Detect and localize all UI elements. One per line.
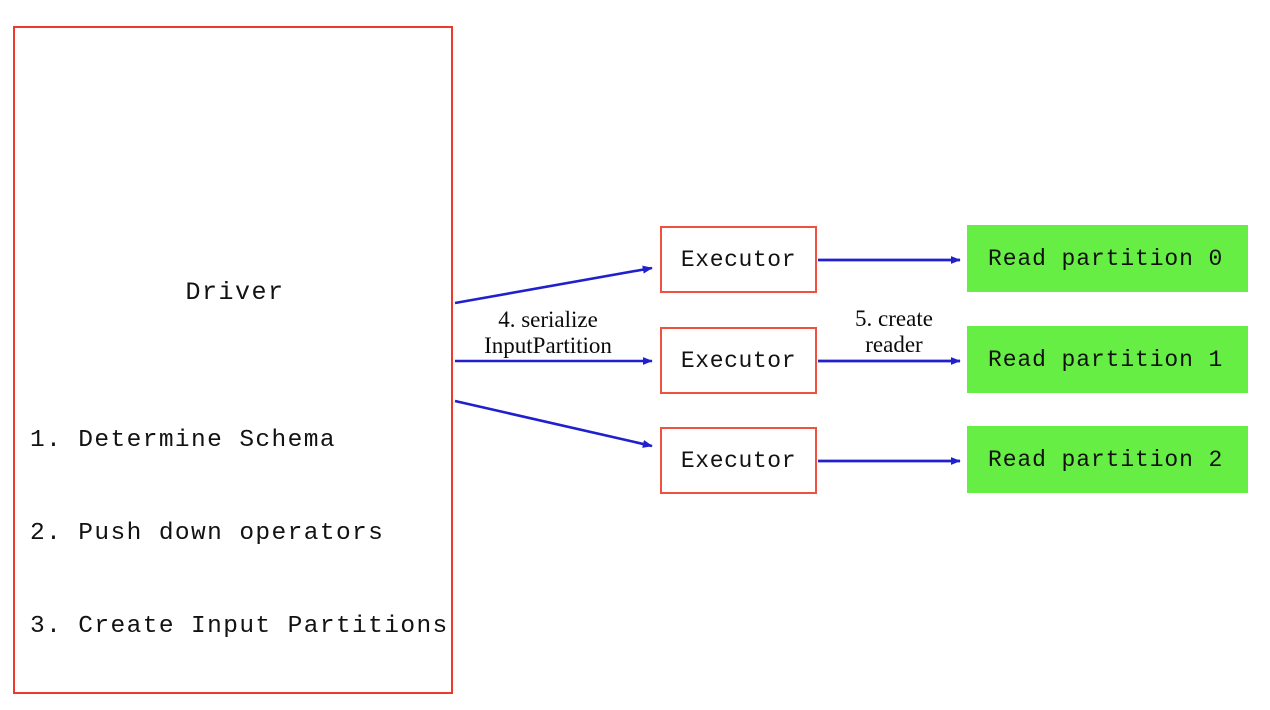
driver-box: Driver 1. Determine Schema 2. Push down … [13,26,453,694]
partition-box-2: Read partition 2 [967,426,1248,493]
executor-box-0: Executor [660,226,817,293]
executor-label-0: Executor [680,246,797,273]
arrow-driver-to-executor-0 [454,265,653,305]
driver-steps-list: 1. Determine Schema 2. Push down operato… [30,363,455,704]
partition-label-1: Read partition 1 [988,346,1224,373]
driver-step-3: 3. Create Input Partitions [30,613,449,640]
arrow-driver-to-executor-2 [454,399,653,448]
edge-label-create-reader: 5. create reader [855,306,933,357]
executor-label-1: Executor [680,347,797,374]
driver-step-1: 1. Determine Schema [30,427,336,454]
partition-label-0: Read partition 0 [988,245,1224,272]
executor-box-2: Executor [660,427,817,494]
partition-box-0: Read partition 0 [967,225,1248,292]
partition-label-2: Read partition 2 [988,446,1224,473]
partition-box-1: Read partition 1 [967,326,1248,393]
driver-title: Driver [185,278,285,307]
executor-box-1: Executor [660,327,817,394]
executor-label-2: Executor [680,447,797,474]
driver-step-2: 2. Push down operators [30,520,385,547]
edge-label-serialize: 4. serialize InputPartition [484,307,612,358]
